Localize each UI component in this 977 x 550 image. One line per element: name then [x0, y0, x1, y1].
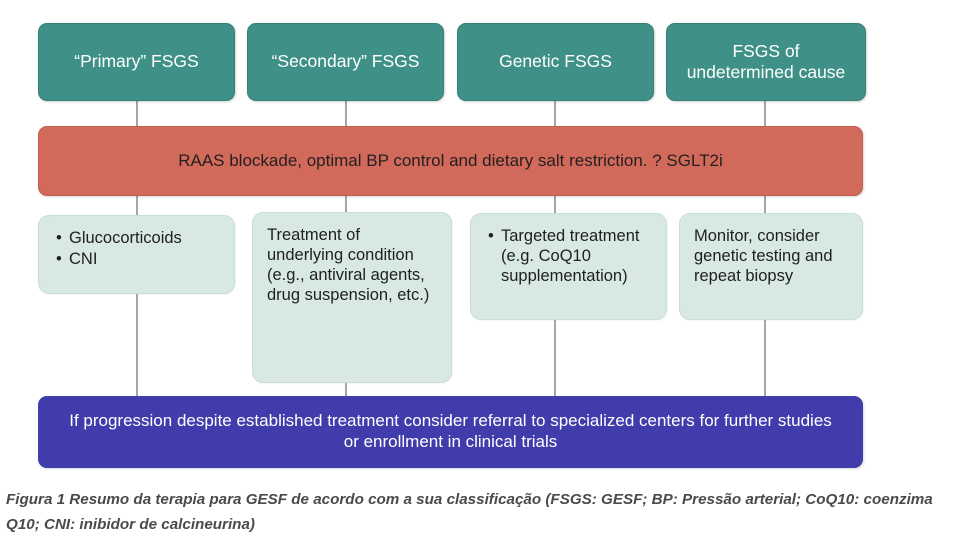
list-item: CNI	[56, 249, 220, 269]
connector-line-category-2-to-band	[345, 100, 347, 128]
connector-line-band-to-treatment-4	[764, 196, 766, 218]
category-box-label: “Secondary” FSGS	[271, 51, 420, 72]
connector-line-category-4-to-band	[764, 100, 766, 128]
connector-line-treatment-3-to-final	[554, 320, 556, 398]
connector-line-category-1-to-band	[136, 100, 138, 128]
treatment-box-list: Glucocorticoids CNI	[53, 228, 220, 270]
common-therapy-band-label: RAAS blockade, optimal BP control and di…	[178, 150, 723, 170]
list-item: Monitor, consider genetic testing and re…	[694, 227, 833, 286]
treatment-box-list: Targeted treatment (e.g. CoQ10 supplemen…	[485, 226, 652, 287]
list-item: Targeted treatment (e.g. CoQ10 supplemen…	[488, 226, 652, 286]
list-item: Glucocorticoids	[56, 228, 220, 248]
treatment-box-genetic[interactable]: Targeted treatment (e.g. CoQ10 supplemen…	[470, 213, 667, 320]
treatment-box-text: Treatment of underlying condition (e.g.,…	[267, 225, 437, 306]
category-box-genetic-fsgs[interactable]: Genetic FSGS	[457, 23, 654, 101]
treatment-box-secondary[interactable]: Treatment of underlying condition (e.g.,…	[252, 212, 452, 383]
figure-caption: Figura 1 Resumo da terapia para GESF de …	[6, 491, 933, 533]
common-therapy-band[interactable]: RAAS blockade, optimal BP control and di…	[38, 126, 863, 196]
category-box-primary-fsgs[interactable]: “Primary” FSGS	[38, 23, 235, 101]
category-box-label: Genetic FSGS	[499, 51, 612, 72]
treatment-box-text: Monitor, consider genetic testing and re…	[694, 226, 848, 286]
category-box-undetermined-cause-fsgs[interactable]: FSGS of undetermined cause	[666, 23, 866, 101]
category-box-label: FSGS of undetermined cause	[686, 40, 846, 82]
final-referral-box[interactable]: If progression despite established treat…	[38, 396, 863, 468]
connector-line-band-to-treatment-2	[345, 196, 347, 218]
connector-line-treatment-1-to-final	[136, 294, 138, 398]
connector-line-treatment-2-to-final	[345, 380, 347, 398]
connector-line-band-to-treatment-3	[554, 196, 556, 218]
connector-line-treatment-4-to-final	[764, 320, 766, 398]
final-referral-label: If progression despite established treat…	[69, 411, 832, 451]
treatment-box-undetermined[interactable]: Monitor, consider genetic testing and re…	[679, 213, 863, 320]
category-box-label: “Primary” FSGS	[74, 51, 199, 72]
treatment-box-primary[interactable]: Glucocorticoids CNI	[38, 215, 235, 294]
connector-line-band-to-treatment-1	[136, 196, 138, 218]
connector-line-category-3-to-band	[554, 100, 556, 128]
category-box-secondary-fsgs[interactable]: “Secondary” FSGS	[247, 23, 444, 101]
list-item: Treatment of underlying condition (e.g.,…	[267, 226, 430, 305]
